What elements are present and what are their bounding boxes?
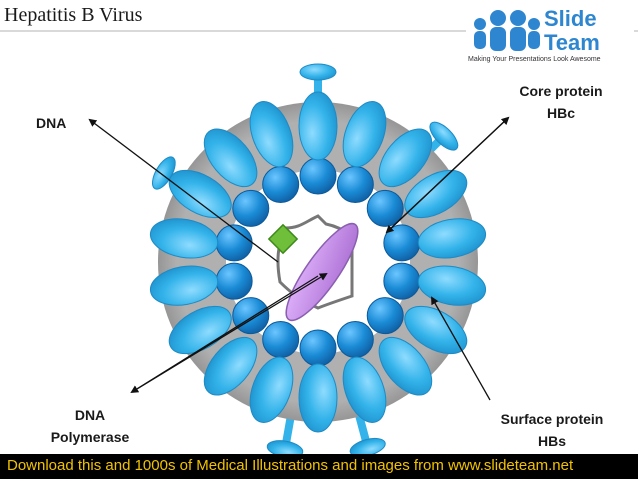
- logo-word-slide: Slide: [544, 6, 597, 31]
- core-protein-sphere: [232, 189, 270, 227]
- title-divider: [0, 30, 638, 32]
- label-core-line2: HBc: [546, 105, 575, 121]
- surface-protein-lobe: [298, 91, 338, 161]
- surface-protein-lobe: [203, 128, 258, 188]
- core-protein-sphere: [299, 329, 337, 367]
- surface-protein-lobe: [149, 265, 219, 306]
- surface-protein-lobe: [378, 336, 433, 396]
- core-protein-sphere: [262, 320, 300, 358]
- label-poly-line1: DNA: [74, 407, 106, 423]
- core-protein-sphere: [336, 166, 374, 204]
- pointer-dna: [88, 118, 279, 263]
- surface-protein-lobe: [404, 305, 468, 355]
- pointer-polymerase-tip: [131, 272, 328, 393]
- label-surface-line1: Surface protein: [500, 411, 604, 427]
- core-protein-sphere: [383, 262, 421, 300]
- core-protein-sphere: [366, 189, 404, 227]
- label-core-protein: Core protein HBc: [506, 80, 616, 124]
- slide-title: Hepatitis B Virus: [4, 4, 143, 26]
- inner-ball-group: [215, 157, 421, 367]
- pointer-core-protein-tip: [385, 117, 509, 234]
- core-protein-sphere: [299, 157, 337, 195]
- core-protein-sphere: [232, 297, 270, 335]
- logo-word-team: Team: [544, 30, 600, 55]
- pointer-surface-protein: [431, 296, 491, 401]
- surface-protein-lobe: [203, 336, 258, 396]
- surface-protein-lobe: [249, 101, 294, 168]
- surface-protein-lobe: [404, 169, 468, 219]
- label-surface-line2: HBs: [537, 433, 566, 449]
- core-protein-sphere: [366, 297, 404, 335]
- footer-banner: Download this and 1000s of Medical Illus…: [0, 454, 638, 479]
- label-surface-protein: Surface protein HBs: [474, 408, 630, 452]
- label-poly-line2: Polymerase: [50, 429, 130, 445]
- dna-marker-icon: [267, 223, 299, 255]
- surface-protein-lobe: [298, 363, 338, 433]
- core-protein-sphere: [215, 262, 253, 300]
- core-protein-sphere: [215, 224, 253, 262]
- label-dna: DNA: [36, 112, 66, 134]
- slideteam-logo: Slide Team Making Your Presentations Loo…: [466, 2, 634, 70]
- surface-protein-lobe: [342, 101, 387, 168]
- label-dna-text: DNA: [36, 115, 67, 131]
- core-protein-sphere: [262, 166, 300, 204]
- surface-protein-lobe: [342, 356, 387, 423]
- surface-protein-lobe: [378, 128, 433, 188]
- people-logo-icon: [474, 10, 540, 51]
- label-core-line1: Core protein: [519, 83, 603, 99]
- footer-text: Download this and 1000s of Medical Illus…: [7, 457, 574, 474]
- core-protein-sphere: [336, 320, 374, 358]
- label-dna-polymerase: DNA Polymerase: [30, 404, 150, 448]
- pointer-lines: [88, 116, 510, 401]
- surface-protein-lobe: [417, 265, 487, 306]
- surface-protein-lobe: [149, 218, 219, 259]
- surface-protein-lobe: [168, 169, 232, 219]
- surface-protein-lobe: [249, 356, 294, 423]
- logo-tagline: Making Your Presentations Look Awesome: [468, 56, 601, 63]
- dna-polymerase: [285, 222, 359, 322]
- surface-protein-lobe: [417, 218, 487, 259]
- outer-petal-group: [149, 91, 487, 433]
